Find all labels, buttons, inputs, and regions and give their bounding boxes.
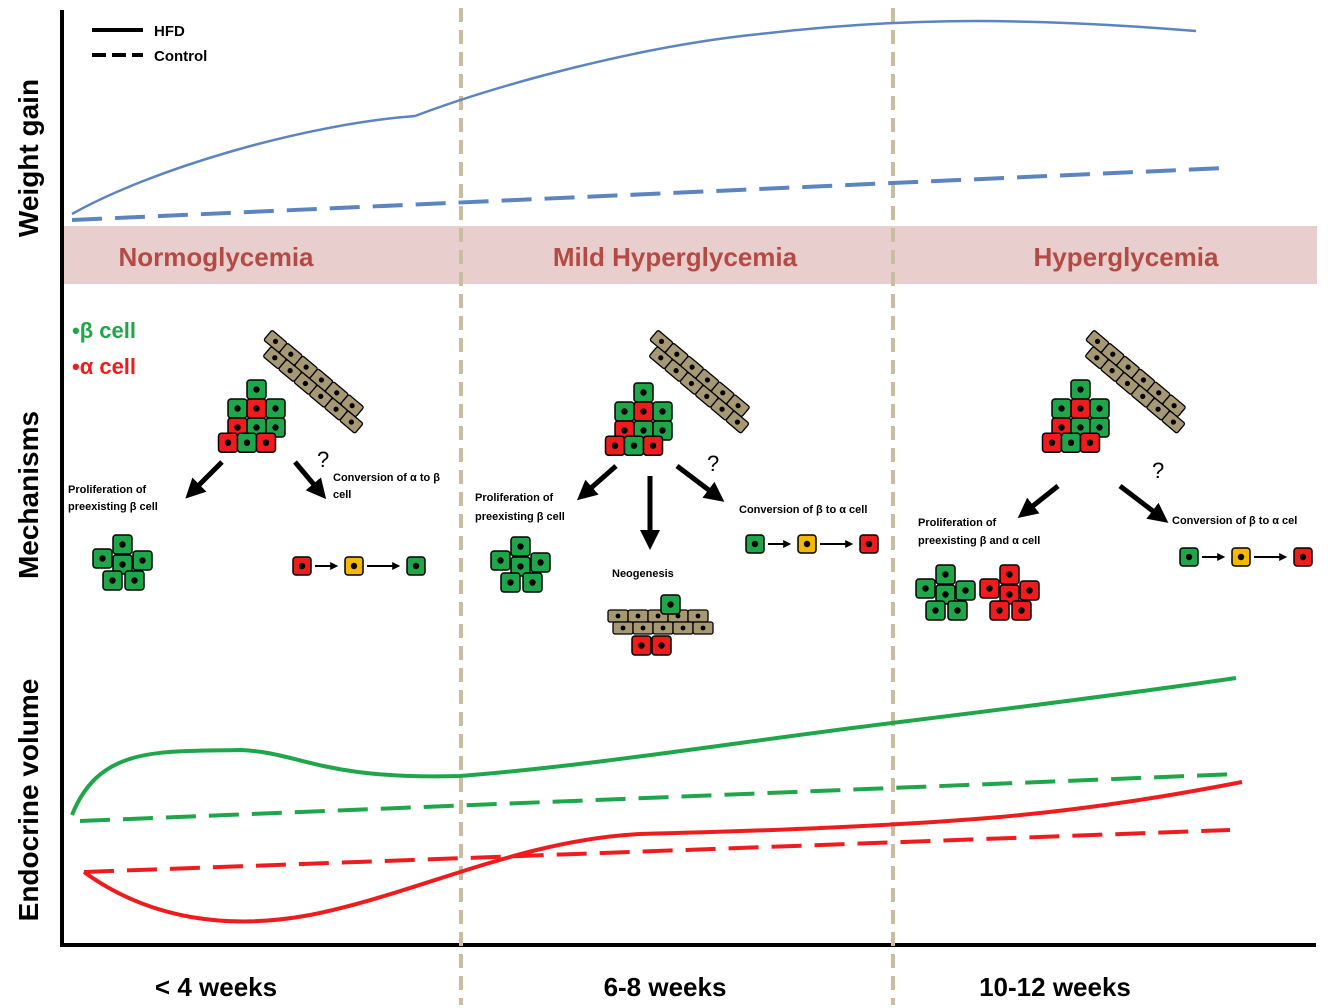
alpha-hfd-line <box>82 780 1243 924</box>
p2-islet-cell-1 <box>614 401 635 422</box>
question-mark-1: ? <box>317 447 329 472</box>
phase-normoglycemia: Normoglycemia <box>118 242 314 272</box>
p3-islet-cell-8 <box>1060 432 1082 453</box>
alpha-control-line <box>83 828 1231 874</box>
p1-beta-cluster-cell-5 <box>124 570 145 591</box>
p3-beta-cluster-cell-0 <box>935 564 956 585</box>
p3-beta-cluster-cell-3 <box>955 580 976 601</box>
p3-islet-cell-2 <box>1070 398 1091 419</box>
p3-conversion-end-cell <box>1293 547 1313 567</box>
p3-alpha-cluster-cell-2 <box>999 584 1020 605</box>
p3-alpha-cluster-cell-0 <box>999 564 1020 585</box>
p3-alpha-cluster-cell-1 <box>979 578 1000 599</box>
p2-left-label-line2: preexisting β cell <box>475 511 565 523</box>
p2-islet-cell-2 <box>633 401 654 422</box>
p1-beta-cluster-cell-4 <box>102 570 123 591</box>
p3-right-label: Conversion of β to α cel <box>1172 515 1297 527</box>
weight-control-line <box>71 166 1226 222</box>
p2-islet-cell-8 <box>623 435 645 456</box>
p3-beta-cluster-cell-1 <box>915 578 936 599</box>
p2-right-label: Conversion of β to α cell <box>739 504 867 516</box>
cell-legend-alpha: •α cell <box>72 354 136 379</box>
p1-islet-cell-7 <box>217 432 239 453</box>
p3-islet-cell-6 <box>1089 417 1110 438</box>
p2-left-label-line1: Proliferation of <box>475 492 554 504</box>
p1-conversion-end-cell <box>406 556 426 576</box>
phase-mild-hyperglycemia: Mild Hyperglycemia <box>553 242 798 272</box>
question-mark-2: ? <box>707 451 719 476</box>
legend-solid-label: HFD <box>154 23 185 40</box>
p1-beta-cluster-cell-2 <box>112 554 133 575</box>
p1-left-label-line1: Proliferation of <box>68 484 147 496</box>
p3-alpha-cluster-cell-4 <box>989 600 1010 621</box>
p1-right-label-line1: Conversion of α to β <box>333 472 440 484</box>
y-label-weight-gain: Weight gain <box>13 79 44 237</box>
p3-left-label-line1: Proliferation of <box>918 517 997 529</box>
p3-left-label-line2: preexisting β and α cell <box>918 535 1040 547</box>
mechanism-illustrations <box>92 330 1313 656</box>
p3-islet-cell-9 <box>1079 432 1101 453</box>
p1-islet-cell-2 <box>246 398 267 419</box>
p1-right-label-line2: cell <box>333 489 351 501</box>
p3-alpha-cluster-cell-3 <box>1019 580 1040 601</box>
neogenesis-beta-cell <box>660 594 681 615</box>
cell-legend-beta: •β cell <box>72 318 136 343</box>
phase-band <box>62 226 1317 284</box>
weight-hfd-line <box>71 19 1197 216</box>
legend-dashed-label: Control <box>154 48 207 65</box>
p2-conversion-start-cell <box>745 534 765 554</box>
p1-islet-cell-3 <box>265 398 286 419</box>
neogenesis-alpha-cell-1 <box>631 635 652 656</box>
p1-duct <box>263 330 364 434</box>
neogenesis-alpha-cell-2 <box>651 635 672 656</box>
p2-conversion-end-cell <box>859 534 879 554</box>
p2-beta-cluster-cell-1 <box>490 550 511 571</box>
p3-duct <box>1085 330 1186 434</box>
p3-beta-cluster-cell-4 <box>925 600 946 621</box>
p2-beta-cluster-cell-4 <box>500 572 521 593</box>
p2-islet-cell-7 <box>604 435 626 456</box>
p3-beta-cluster-cell-5 <box>947 600 968 621</box>
p3-alpha-cluster-cell-5 <box>1011 600 1032 621</box>
p1-islet-cell-9 <box>255 432 277 453</box>
p2-beta-cluster-cell-3 <box>530 552 551 573</box>
phase-hyperglycemia: Hyperglycemia <box>1034 242 1220 272</box>
p1-beta-cluster-cell-3 <box>132 550 153 571</box>
p1-beta-cluster-cell-0 <box>112 534 133 555</box>
x-tick-1: < 4 weeks <box>155 972 277 1002</box>
p1-islet-cell-0 <box>246 379 267 400</box>
p1-conversion-intermediate-cell <box>344 556 364 576</box>
p2-duct <box>649 330 750 434</box>
p2-beta-cluster-cell-5 <box>522 572 543 593</box>
p2-islet-cell-9 <box>642 435 664 456</box>
p2-conversion-intermediate-cell <box>797 534 817 554</box>
p1-islet-cell-1 <box>227 398 248 419</box>
p2-islet-cell-0 <box>633 382 654 403</box>
p2-neogenesis-label: Neogenesis <box>612 568 674 580</box>
neogenesis-duct <box>607 609 714 635</box>
p3-islet-cell-3 <box>1089 398 1110 419</box>
p3-islet-cell-0 <box>1070 379 1091 400</box>
beta-control-line <box>79 772 1237 823</box>
y-label-mechanisms: Mechanisms <box>13 411 44 579</box>
mechanism-arrows <box>185 460 1169 550</box>
p1-beta-cluster-cell-1 <box>92 548 113 569</box>
p1-conversion-start-cell <box>292 556 312 576</box>
p2-islet-cell-3 <box>652 401 673 422</box>
y-label-endocrine-volume: Endocrine volume <box>13 679 44 922</box>
p3-conversion-start-cell <box>1179 547 1199 567</box>
p2-beta-cluster-cell-2 <box>510 556 531 577</box>
x-tick-2: 6-8 weeks <box>604 972 727 1002</box>
x-tick-3: 10-12 weeks <box>979 972 1131 1002</box>
p1-left-label-line2: preexisting β cell <box>68 501 158 513</box>
p1-islet-cell-8 <box>236 432 258 453</box>
beta-hfd-line <box>70 676 1237 816</box>
p2-beta-cluster-cell-0 <box>510 536 531 557</box>
p3-conversion-intermediate-cell <box>1231 547 1251 567</box>
p3-islet-cell-7 <box>1041 432 1063 453</box>
question-mark-3: ? <box>1152 458 1164 483</box>
p3-islet-cell-1 <box>1051 398 1072 419</box>
